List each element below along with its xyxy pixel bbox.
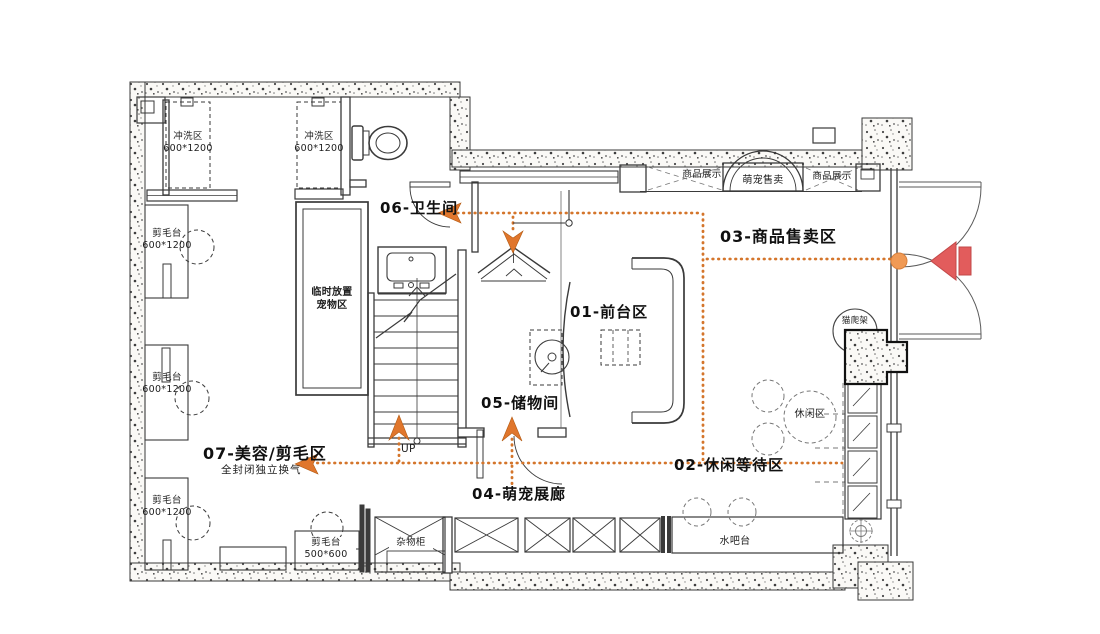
leisure-area: [682, 379, 845, 527]
bathroom-sink: [377, 246, 447, 295]
wall-toilet-right: [471, 181, 479, 253]
entrance-marker: [890, 240, 972, 282]
entrance-node-icon: [890, 252, 908, 270]
stair-break-line: [375, 273, 457, 339]
shower-head-icon: [180, 97, 194, 107]
storage-room-fixtures: [529, 191, 570, 428]
wall-stairs-left: [367, 292, 375, 448]
wash-station-a: [165, 101, 211, 189]
zone-wait-area-label: 02-休闲等待区: [674, 456, 785, 474]
display-right-label: 商品展示: [812, 171, 852, 182]
groom-table-b-label: 剪毛台 600*1200: [142, 372, 192, 396]
wall-storage-left: [457, 249, 467, 448]
arrow-stairs-icon: [388, 414, 410, 441]
water-bar-label: 水吧台: [719, 536, 751, 547]
washing-machine: [529, 329, 563, 386]
arrow-to-grooming-icon: [294, 453, 319, 475]
entrance-arrow-icon: [930, 240, 957, 282]
wash-area-b-label: 冲洗区 600*1200: [294, 131, 344, 155]
toilet-door: [409, 181, 451, 228]
wall-storage-door-stub-right: [537, 427, 567, 438]
leisure-label: 休闲区: [794, 409, 826, 420]
arrow-gallery-icon: [501, 416, 523, 442]
pet-sale-label: 萌宠售卖: [742, 175, 784, 186]
angled-partition: [477, 246, 551, 282]
structural-column: [843, 328, 909, 386]
stairs-up-label: UP: [401, 443, 416, 455]
leader-line: [513, 190, 573, 227]
groom-table-a-label: 剪毛台 600*1200: [142, 228, 192, 252]
zone-storage-label: 05-储物间: [481, 394, 560, 412]
grooming-table-c: [144, 477, 189, 571]
zone-grooming-note: 全封闭独立换气: [221, 464, 302, 476]
groom-table-c-label: 剪毛台 600*1200: [142, 495, 192, 519]
grooming-table-b: [144, 344, 189, 441]
arrow-to-storage-icon: [502, 230, 524, 254]
zone-front-desk-label: 01-前台区: [570, 303, 649, 321]
floor-drain-icon: [849, 519, 873, 543]
wall-gallery-stub: [442, 516, 453, 574]
pet-sale-unit: [722, 162, 804, 192]
zone-product-sale-label: 03-商品售卖区: [720, 227, 837, 246]
storage-door: [476, 429, 563, 485]
wall-toilet-door-stub: [349, 179, 367, 188]
entrance-doors: [899, 181, 982, 340]
temp-pet-holding: [295, 201, 369, 396]
wash-station-b: [296, 101, 342, 189]
wall-wash-divider: [162, 99, 170, 196]
grooming-stations: [144, 204, 215, 571]
wash-counter-b: [294, 188, 344, 200]
circulation-path: [304, 211, 893, 488]
wall-storage-door-stub-left: [457, 427, 485, 438]
corner-cabinet: [136, 96, 166, 124]
grooming-table-small: [294, 530, 360, 571]
partition-bars: [359, 504, 365, 573]
stairs: [368, 273, 466, 445]
front-desk-counter: [562, 257, 685, 424]
arrow-to-toilet-icon: [437, 202, 462, 224]
temp-pet-label: 临时放置 宠物区: [311, 287, 353, 311]
bottom-furniture: [219, 504, 446, 573]
circulation-arrows: [294, 202, 524, 475]
bench-seating: [844, 376, 882, 520]
stair-direction-arrow: [408, 286, 426, 297]
cat-tree-label: 猫爬架: [841, 316, 869, 326]
water-bar-counter: [671, 516, 844, 554]
zone-pet-gallery-label: 04-萌宠展廊: [472, 485, 567, 503]
zone-toilet-label: 06-卫生间: [380, 199, 459, 217]
groom-table-small-label: 剪毛台 500*600: [296, 537, 356, 562]
exterior-pier: [812, 127, 836, 144]
display-cabinets: [459, 127, 881, 193]
wash-area-a-label: 冲洗区 600*1200: [163, 131, 213, 155]
exterior-walls: [129, 81, 914, 601]
zone-grooming-label: 07-美容/剪毛区: [203, 444, 327, 463]
wash-area-fixtures: [136, 96, 344, 202]
shower-head-icon: [311, 97, 325, 107]
exhibit-cabinets: [454, 516, 844, 554]
sundry-cabinet-label: 杂物柜: [389, 537, 433, 550]
curved-panel: [562, 281, 571, 418]
toilet-fixture: [351, 125, 408, 161]
display-left-label: 商品展示: [682, 169, 722, 180]
reception-stool: [600, 329, 641, 366]
